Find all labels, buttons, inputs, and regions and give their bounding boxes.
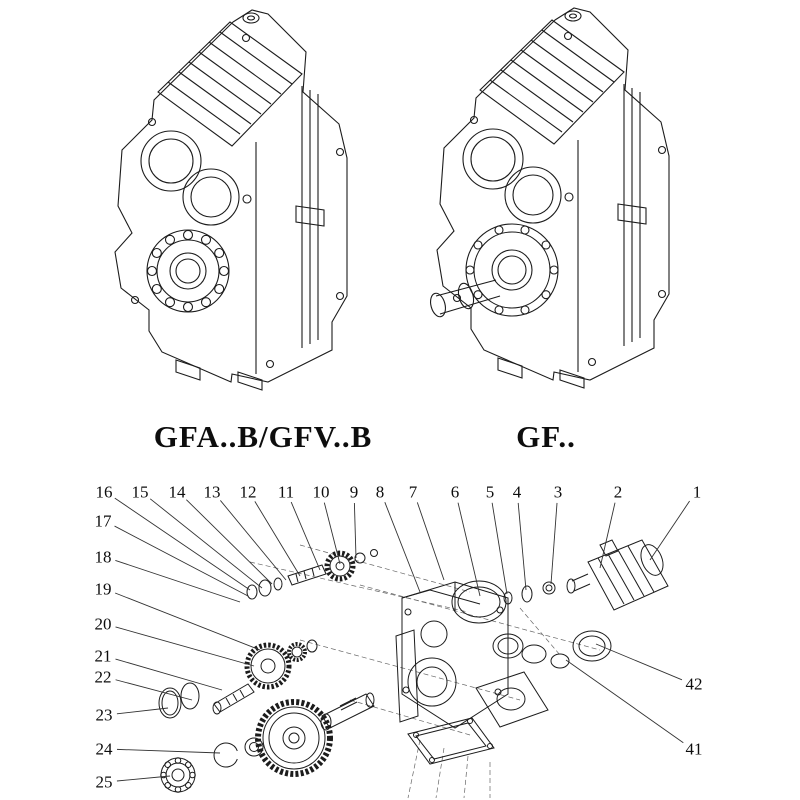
assembly-axis-lines <box>249 544 601 799</box>
motor-body <box>566 539 669 611</box>
output-gear <box>255 699 333 777</box>
snap-ring <box>213 737 264 768</box>
left-seal-rings <box>158 682 200 719</box>
model-label-left: GFA..B/GFV..B <box>153 419 373 454</box>
coupling-parts <box>503 581 556 605</box>
output-shaft <box>320 692 375 731</box>
leader-lines <box>114 497 690 782</box>
gearbox-left-drawing <box>114 9 348 391</box>
housing-body <box>395 581 509 729</box>
intermediate-shaft <box>212 683 255 715</box>
flange-gasket <box>451 580 507 624</box>
intermediate-gear-cluster <box>244 639 318 690</box>
gearbox-right-drawing <box>430 7 670 389</box>
ball-bearing <box>160 757 196 793</box>
model-label-right: GF.. <box>516 419 576 454</box>
exploded-parts-diagram <box>158 539 669 799</box>
side-cover <box>475 671 549 728</box>
bottom-gasket-plate <box>407 717 495 765</box>
input-shaft-assembly <box>246 549 378 600</box>
seal-rings <box>492 630 612 669</box>
